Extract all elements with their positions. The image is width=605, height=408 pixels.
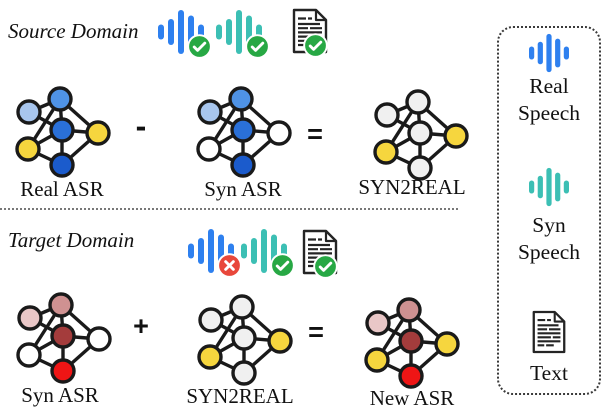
- source-syn-speech-icon: [216, 9, 270, 59]
- check-badge-icon: [187, 34, 212, 59]
- check-badge-icon: [303, 33, 328, 58]
- source-syn2real-network: [370, 88, 470, 182]
- target-syn2real-network: [194, 293, 294, 387]
- check-badge-icon: [245, 34, 270, 59]
- minus-operator: -: [135, 108, 147, 144]
- target-real-speech-icon: [188, 228, 242, 278]
- source-text-icon: [289, 8, 331, 58]
- legend-box: Real Speech Syn Speech Text: [497, 26, 601, 395]
- new-asr-network: [361, 296, 461, 390]
- legend-real-speech-icon: [529, 33, 569, 73]
- source-syn-asr-network: [193, 85, 293, 179]
- check-badge-icon: [313, 254, 338, 279]
- equals-operator-target: =: [308, 317, 324, 347]
- source-real-speech-icon: [158, 9, 212, 59]
- equals-operator-source: =: [307, 119, 323, 149]
- legend-syn-speech-label: Syn Speech: [517, 213, 581, 264]
- real-asr-label: Real ASR: [20, 177, 104, 201]
- legend-text-label: Text: [530, 361, 568, 385]
- cross-badge-icon: [217, 253, 242, 278]
- target-text-icon: [299, 229, 341, 279]
- target-syn-speech-icon: [241, 228, 295, 278]
- target-syn-asr-label: Syn ASR: [21, 383, 99, 407]
- target-syn-asr-network: [13, 291, 113, 385]
- legend-real-speech-label: Real Speech: [517, 74, 581, 125]
- section-divider: [0, 208, 458, 210]
- target-domain-label: Target Domain: [8, 228, 135, 252]
- source-syn2real-label: SYN2REAL: [358, 175, 466, 199]
- check-badge-icon: [270, 253, 295, 278]
- source-domain-label: Source Domain: [8, 19, 139, 43]
- real-asr-network: [12, 85, 112, 179]
- target-syn2real-label: SYN2REAL: [186, 384, 294, 408]
- legend-text-icon: [529, 310, 569, 354]
- legend-syn-speech-icon: [529, 167, 569, 207]
- new-asr-label: New ASR: [369, 386, 455, 408]
- plus-operator: +: [133, 311, 149, 341]
- source-syn-asr-label: Syn ASR: [204, 177, 282, 201]
